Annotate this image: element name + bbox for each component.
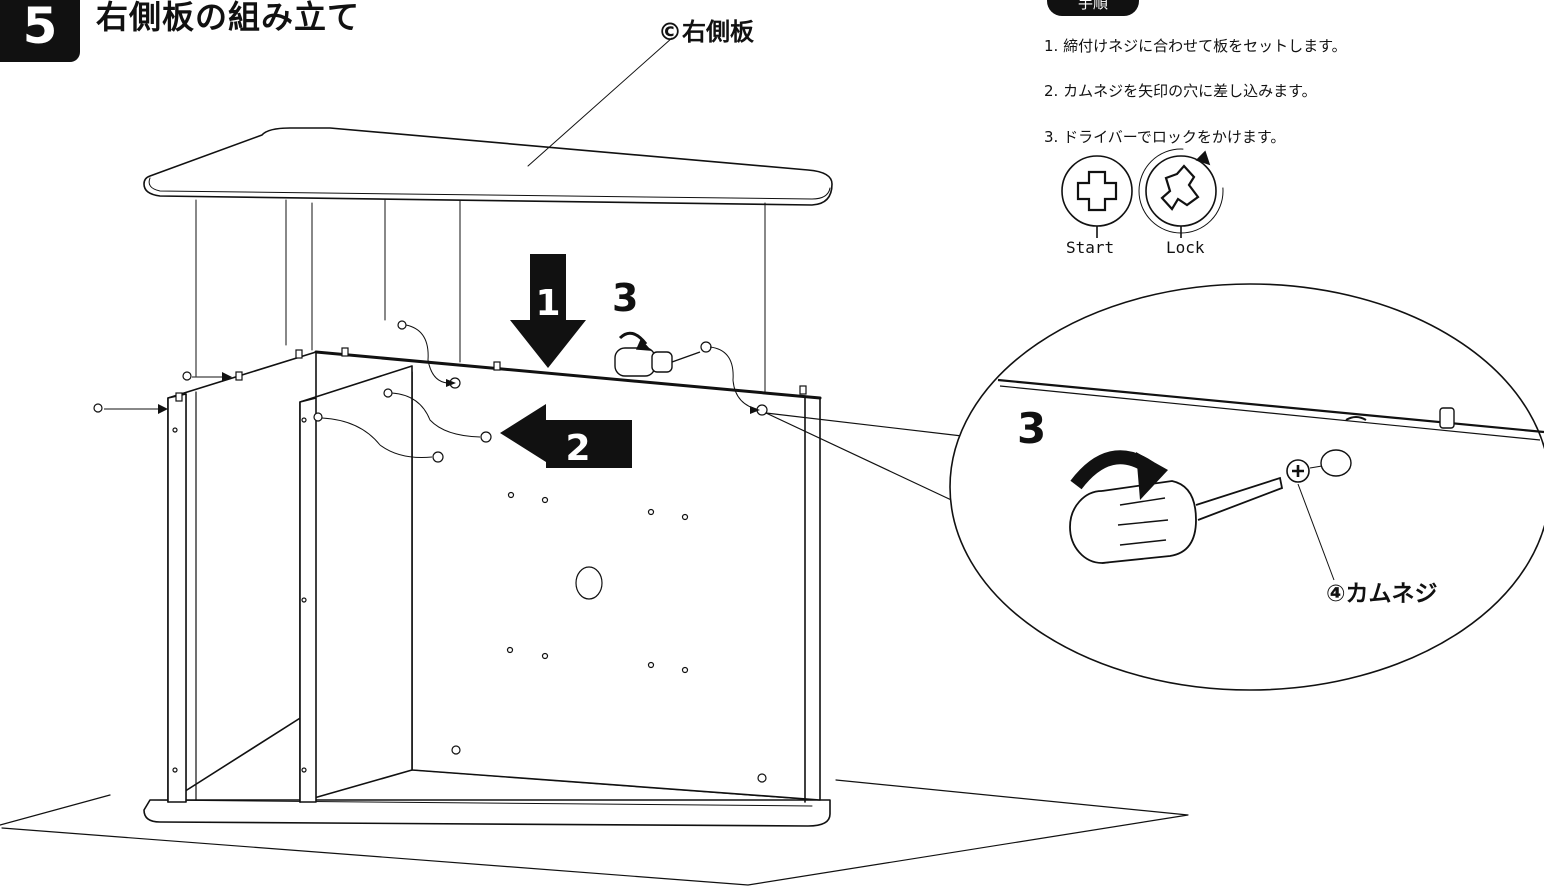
screwdriver-small	[614, 331, 701, 377]
lock-icon	[1145, 155, 1217, 227]
arrow-1-label: 1	[535, 283, 560, 324]
floor-sheet	[0, 779, 1189, 886]
small-arrowheads	[158, 372, 760, 414]
base-board	[143, 799, 831, 827]
leader-part-c	[527, 37, 673, 167]
part-label-right-side-panel: ©右側板	[658, 18, 754, 46]
start-icon	[1061, 155, 1133, 227]
step-number-badge: 5	[0, 0, 80, 62]
procedure-step-1: 1. 締付けネジに合わせて板をセットします。	[1044, 37, 1347, 55]
guide-lines	[195, 199, 766, 394]
start-label: Start	[1066, 238, 1115, 257]
procedure-badge: 手順	[1047, 0, 1139, 16]
cam-screw-label: ④カムネジ	[1326, 581, 1438, 607]
zoom-detail	[949, 283, 1544, 691]
zoom-leaders	[765, 412, 963, 506]
callout-turn-main: 3	[612, 276, 639, 320]
left-panel	[167, 351, 317, 803]
lock-label: Lock	[1166, 238, 1205, 257]
procedure-step-3: 3. ドライバーでロックをかけます。	[1044, 128, 1286, 146]
start-lock-icon	[1061, 148, 1224, 238]
step-title: 右側板の組み立て	[96, 0, 361, 36]
arrow-2-label: 2	[565, 428, 590, 469]
arrow-left-2: 2	[500, 404, 632, 469]
arrow-down-1: 1	[510, 254, 586, 368]
procedure-step-2: 2. カムネジを矢印の穴に差し込みます。	[1044, 82, 1317, 100]
top-board	[143, 127, 833, 206]
cam-screws	[93, 320, 768, 463]
callout-turn-detail: 3	[1017, 404, 1047, 453]
panel-holes	[172, 417, 767, 783]
dowels	[175, 347, 807, 402]
